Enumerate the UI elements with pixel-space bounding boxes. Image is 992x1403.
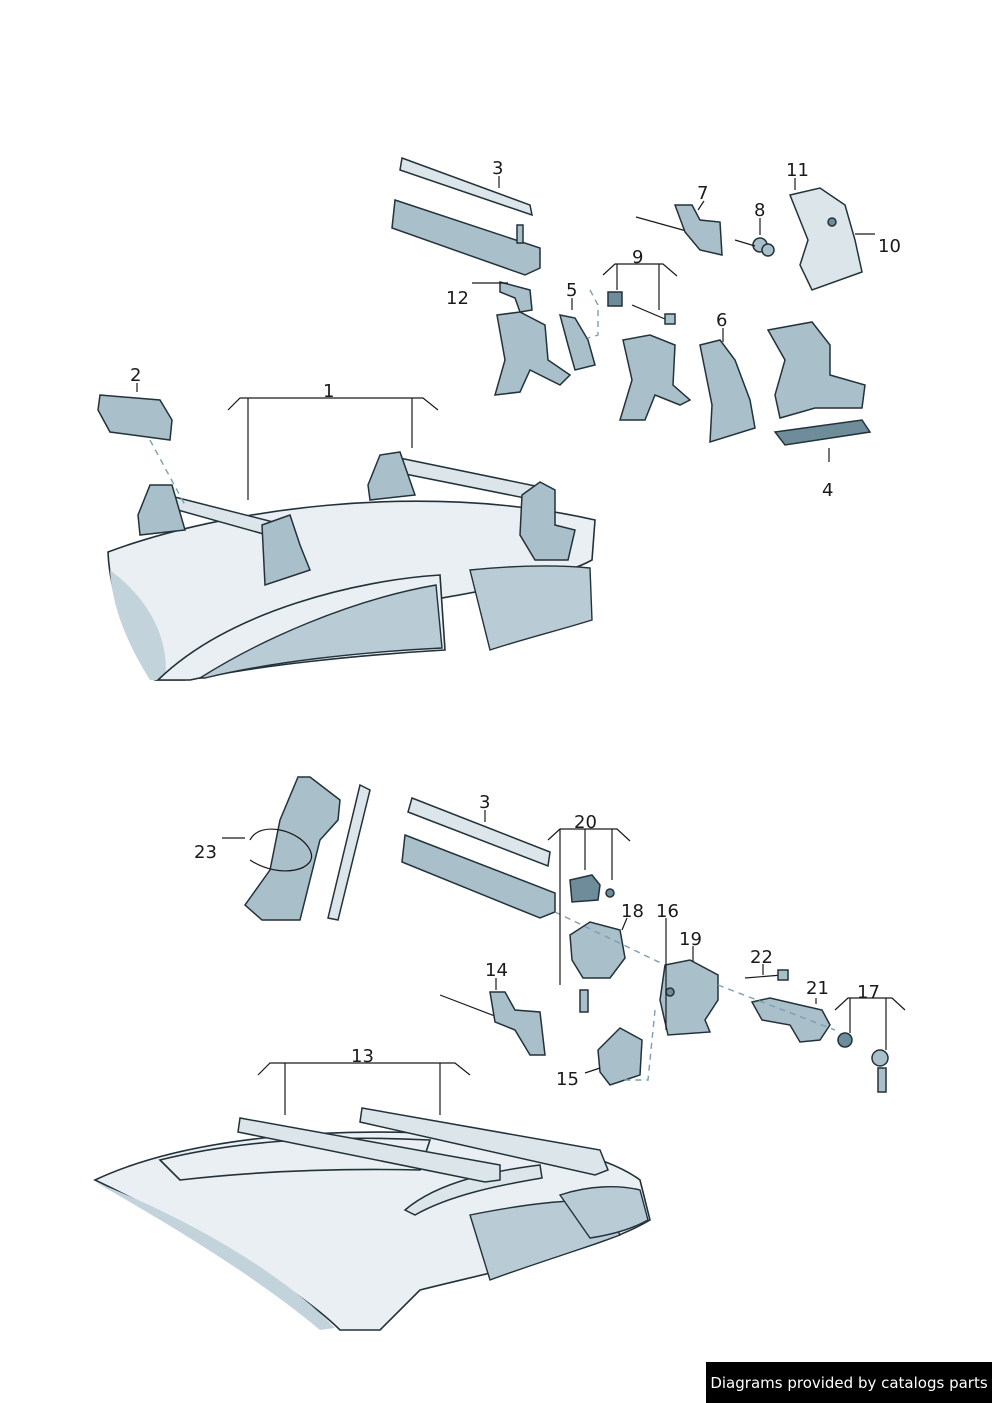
clip-part-20 [569, 874, 615, 903]
clamp-part-12 [499, 224, 533, 313]
callout-11: 11 [786, 160, 809, 181]
rod-part-14 [439, 991, 546, 1056]
callout-16: 16 [656, 901, 679, 922]
roof-bar-assembly [137, 451, 576, 587]
screw-part-20 [579, 989, 589, 1013]
foot-assembly-right [766, 321, 866, 419]
car-roof-upper [107, 500, 596, 681]
footer-credit-text: Diagrams provided by catalogs parts [710, 1373, 988, 1392]
callout-9: 9 [632, 247, 643, 268]
bolt-part-9 [607, 291, 676, 325]
leader-lines-upper [136, 176, 875, 500]
foot-part-16 [659, 959, 719, 1036]
foot-assembly-center [618, 334, 692, 421]
callout-5: 5 [566, 280, 577, 301]
spacer-part-6 [699, 339, 756, 444]
pad-part-4 [773, 419, 872, 446]
profile-rail-lower [401, 797, 556, 919]
callout-19: 19 [679, 929, 702, 950]
callout-8: 8 [754, 200, 765, 221]
callout-22: 22 [750, 947, 773, 968]
cover-part-10 [788, 187, 863, 291]
callout-13: 13 [351, 1046, 374, 1067]
callout-3a: 3 [492, 158, 503, 179]
callout-20: 20 [574, 812, 597, 833]
callout-15: 15 [556, 1069, 579, 1090]
callout-14: 14 [485, 960, 508, 981]
callout-7: 7 [697, 183, 708, 204]
bracket-part-15 [597, 1027, 643, 1086]
keys-part-8 [734, 237, 775, 257]
callout-17: 17 [857, 982, 880, 1003]
callout-18: 18 [621, 901, 644, 922]
lock-part-21 [750, 997, 831, 1043]
profile-rail-upper [391, 156, 541, 276]
load-stop-part-23 [243, 776, 371, 921]
callout-4: 4 [822, 480, 833, 501]
end-cap-part-2 [97, 394, 173, 441]
callout-1: 1 [323, 381, 334, 402]
rod-part-7 [635, 204, 723, 256]
callout-10: 10 [878, 236, 901, 257]
footer-credit: Diagrams provided by catalogs parts [706, 1362, 992, 1403]
leader-lines-lower [222, 810, 906, 1115]
callout-6: 6 [716, 310, 727, 331]
block-part-18 [569, 921, 626, 979]
callout-23: 23 [194, 842, 217, 863]
bolt-part-22 [744, 969, 789, 981]
callout-2: 2 [130, 365, 141, 386]
callout-3b: 3 [479, 792, 490, 813]
bracket-part-5 [558, 314, 596, 371]
callout-21: 21 [806, 978, 829, 999]
foot-assembly-left [493, 311, 572, 396]
roof-rail-assembly [237, 1107, 609, 1183]
callout-12: 12 [446, 288, 469, 309]
lock-cylinder-part-17 [837, 1032, 889, 1093]
